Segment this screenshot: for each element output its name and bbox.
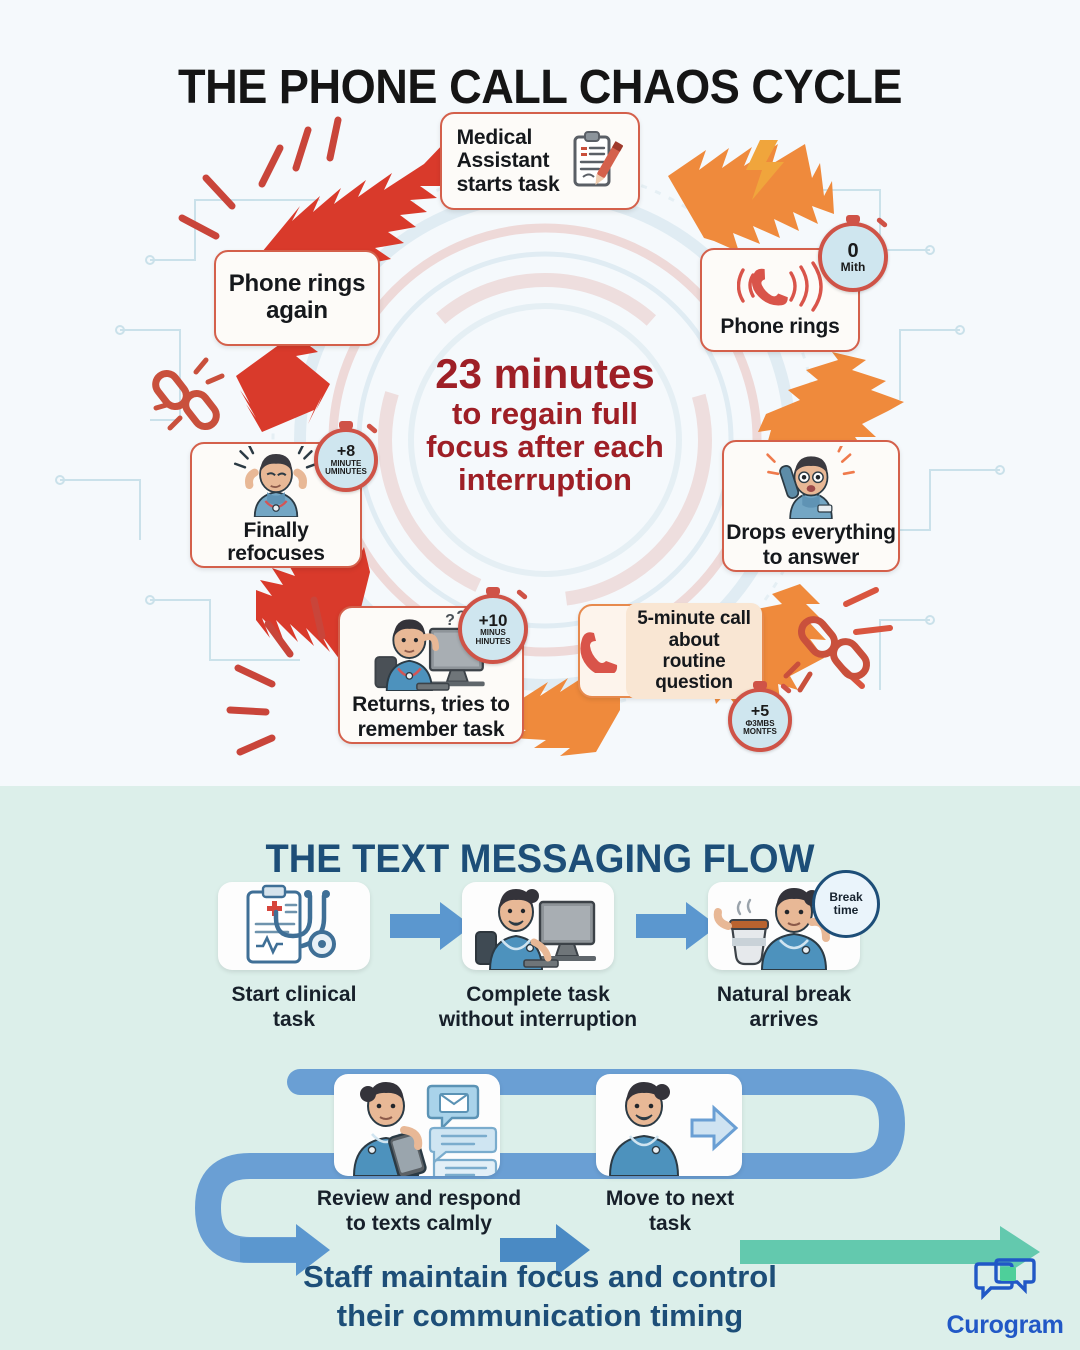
- arrow-to-phone-rings: [668, 144, 834, 252]
- node-label-line2: about routine: [662, 629, 726, 672]
- node-drops-everything-to-answer: Drops everything to answer: [722, 440, 900, 572]
- node-label-line2: to answer: [762, 546, 860, 570]
- ringing-phone-icon: [737, 261, 823, 312]
- page-title: THE PHONE CALL CHAOS CYCLE: [178, 61, 902, 115]
- caption-line2: without interruption: [438, 1008, 638, 1032]
- node-medical-assistant-starts-task: Medical Assistant starts task: [440, 112, 640, 210]
- node-label-line2: again: [266, 297, 328, 324]
- caption-line1: Complete task: [466, 983, 610, 1006]
- badge-plus-ten-minutes: +10 MINUS HINUTES: [458, 587, 528, 664]
- svg-text:?: ?: [445, 612, 455, 629]
- break-badge-line2: time: [833, 903, 859, 917]
- node-label-line1: 5-minute call: [637, 608, 751, 630]
- impact-lines-right: [835, 587, 893, 689]
- clipboard-stethoscope-icon: [246, 884, 336, 964]
- impact-lines-bottom-left: [226, 596, 326, 756]
- tagline-line1: Staff maintain focus and control: [303, 1259, 777, 1294]
- nurse-computer-happy-icon: [475, 889, 596, 970]
- flow-arrow-1: [390, 902, 472, 950]
- node-label-line2: Assistant: [456, 149, 550, 173]
- card-move-to-next-task: [596, 1074, 742, 1176]
- node-five-minute-call: 5-minute call about routine question: [578, 603, 764, 699]
- node-label: Finally refocuses: [227, 518, 325, 566]
- break-time-badge: Break time: [812, 870, 880, 938]
- badge-plus-five-minutes: +5 Ф3MBS MONTFS: [728, 681, 792, 752]
- logo-wordmark: Curogram: [946, 1311, 1064, 1339]
- nurse-phone-texts-icon: [352, 1082, 498, 1176]
- badge-unit-line2: HINUTES: [475, 636, 511, 646]
- caption-line2: task: [648, 1212, 692, 1236]
- caption-start-clinical-task: Start clinical task: [188, 982, 400, 1032]
- text-messaging-flow-section: THE TEXT MESSAGING FLOW: [0, 786, 1080, 1350]
- nurse-arrow-icon: [608, 1082, 739, 1176]
- caption-natural-break-arrives: Natural break arrives: [690, 982, 878, 1032]
- center-sub-line3: interruption: [458, 462, 632, 498]
- node-label-line1: Drops everything: [726, 520, 896, 544]
- caption-move-to-next-task: Move to next task: [578, 1186, 762, 1236]
- flow-arrow-2: [636, 902, 718, 950]
- badge-unit-line2: UMINUTES: [325, 467, 367, 476]
- node-label: Phone rings: [720, 315, 840, 339]
- badge-value: +5: [750, 702, 770, 720]
- node-phone-rings-again: Phone rings again: [214, 250, 380, 346]
- caption-line1: Natural break: [716, 983, 852, 1006]
- badge-value: 0: [847, 239, 859, 262]
- clipboard-pen-icon: [573, 131, 624, 187]
- badge-value: +10: [478, 611, 508, 631]
- badge-zero-minutes: 0 Mith: [818, 215, 888, 292]
- nurse-headache-icon: [233, 446, 319, 517]
- caption-line1: Review and respond: [316, 1187, 522, 1210]
- badge-unit-line2: MONTFS: [743, 727, 777, 736]
- center-sub-line1: to regain full: [452, 395, 638, 431]
- caption-line2: to texts calmly: [346, 1212, 492, 1236]
- badge-plus-eight-minutes: +8 MINUTE UMINUTES: [314, 421, 378, 492]
- node-label-line1: Returns, tries to: [352, 692, 510, 716]
- badge-unit: Mith: [840, 259, 866, 274]
- badge-value: +8: [336, 442, 356, 460]
- chaos-cycle-section: THE PHONE CALL CHAOS CYCLE Medical Assis…: [0, 0, 1080, 786]
- impact-lines-top-left: [178, 116, 342, 240]
- caption-complete-task-without-interruption: Complete task without interruption: [406, 982, 670, 1032]
- node-finally-refocuses: Finally refocuses: [190, 442, 362, 568]
- broken-chain-left-icon: [152, 357, 225, 431]
- caption-line1: Move to next: [605, 1187, 735, 1210]
- chat-bubbles-icon: [974, 1258, 1036, 1301]
- node-label-line3: question: [655, 672, 733, 694]
- lightning-bolt-icon: [746, 140, 784, 200]
- center-sub-line2: focus after each: [426, 429, 664, 465]
- card-review-and-respond-to-texts-calmly: [334, 1074, 500, 1176]
- break-badge-line1: Break: [829, 889, 863, 904]
- node-label-line2: remember task: [357, 718, 505, 742]
- phone-handset-icon: [580, 632, 618, 673]
- node-label-line1: Medical: [456, 125, 533, 149]
- caption-line1: Start clinical: [231, 983, 357, 1006]
- caption-line2: arrives: [749, 1008, 819, 1032]
- nurse-on-phone-icon: [766, 446, 855, 519]
- node-label-line1: Phone rings: [228, 270, 366, 298]
- center-headline: 23 minutes: [435, 350, 655, 397]
- card-start-clinical-task: [218, 882, 370, 970]
- broken-chain-right-icon: [783, 616, 870, 693]
- center-statistic: 23 minutes to regain full focus after ea…: [380, 350, 710, 498]
- caption-review-and-respond-to-texts-calmly: Review and respond to texts calmly: [300, 1186, 538, 1236]
- flow-title: THE TEXT MESSAGING FLOW: [265, 837, 815, 882]
- card-complete-task-without-interruption: [462, 882, 614, 970]
- tagline: Staff maintain focus and control their c…: [0, 1258, 1080, 1336]
- node-label-line3: starts task: [456, 172, 560, 196]
- tagline-line2: their communication timing: [336, 1297, 744, 1333]
- brand-logo[interactable]: Curogram: [930, 1258, 1080, 1340]
- badge-unit-line1: Ф3MBS: [745, 718, 775, 728]
- caption-line2: task: [272, 1008, 316, 1032]
